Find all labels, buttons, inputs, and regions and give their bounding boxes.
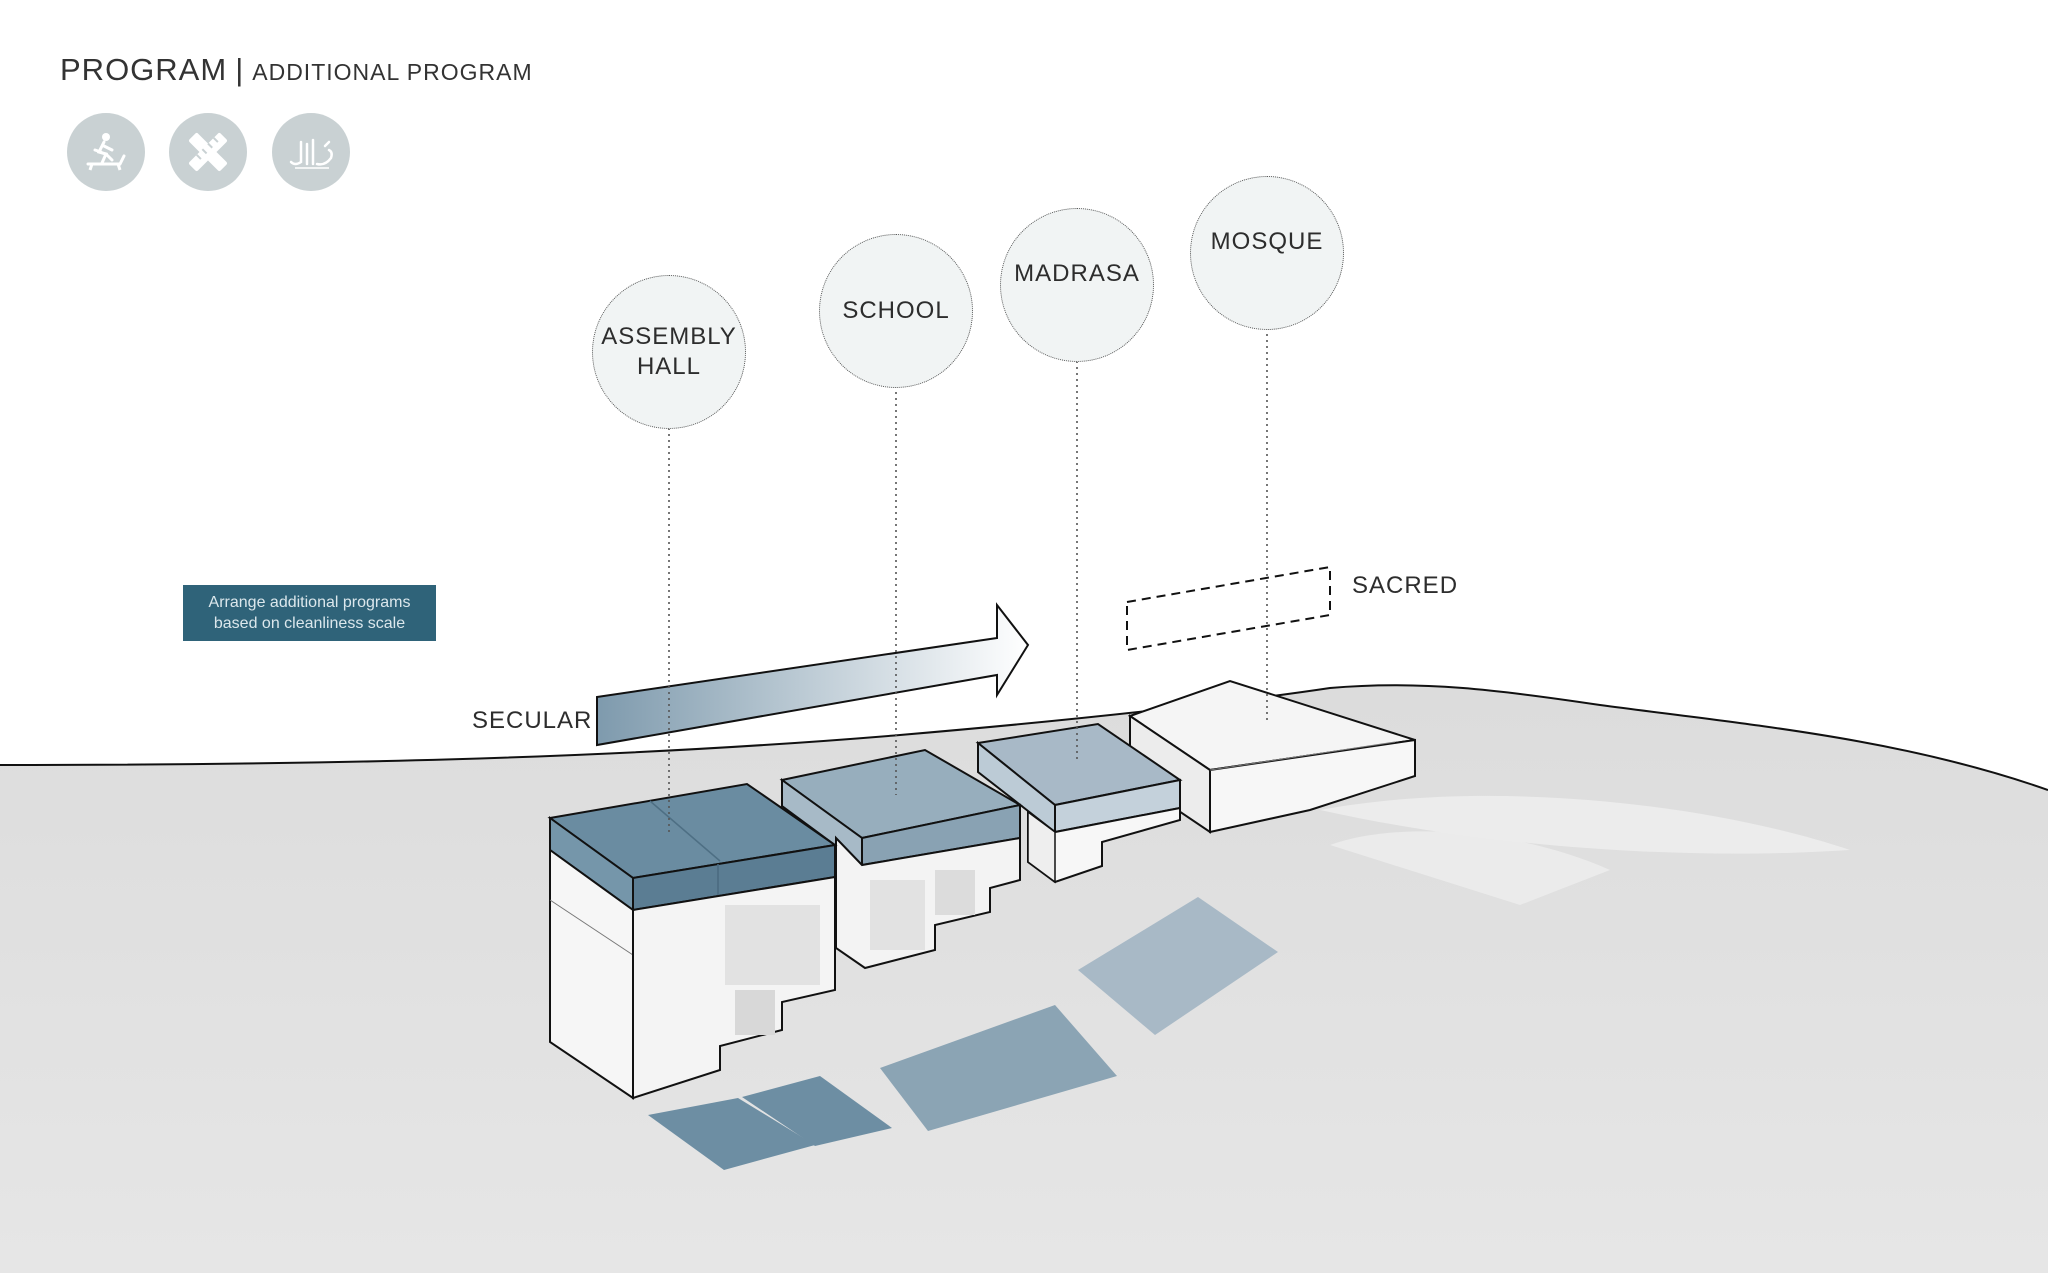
treadmill-icon (67, 113, 145, 191)
terrain-shade (1330, 831, 1610, 905)
bubble-mosque: MOSQUE (1190, 176, 1344, 330)
footprint-assembly-left (648, 1098, 815, 1170)
building-school (779, 748, 1023, 970)
footprint-assembly-right (742, 1076, 892, 1146)
label-secular: SECULAR (472, 707, 593, 734)
title-main: PROGRAM (60, 52, 228, 87)
title-subtitle: ADDITIONAL PROGRAM (252, 59, 533, 85)
calligraphy-icon (272, 113, 350, 191)
title-separator: | (235, 52, 245, 87)
building-mosque (1127, 679, 1416, 834)
building-madrasa (975, 722, 1183, 884)
secular-sacred-arrow (596, 602, 1030, 747)
bubble-school-label: SCHOOL (842, 297, 950, 324)
note-box: Arrange additional programs based on clea… (183, 585, 436, 641)
note-line2: based on cleanliness scale (213, 615, 406, 632)
ruler-pencil-icon (169, 113, 247, 191)
note-line1: Arrange additional programs (208, 594, 411, 611)
bubble-assembly-hall: ASSEMBLY HALL (592, 275, 746, 429)
bubble-mosque-label: MOSQUE (1210, 228, 1324, 255)
footprint-madrasa (1078, 897, 1278, 1035)
sacred-outline (1126, 565, 1331, 652)
bubble-school: SCHOOL (819, 234, 973, 388)
building-assembly-hall (547, 782, 838, 1100)
bubble-madrasa: MADRASA (1000, 208, 1154, 362)
label-sacred: SACRED (1352, 572, 1459, 599)
page-title: PROGRAM| ADDITIONAL PROGRAM (60, 52, 533, 88)
bubble-assembly-line2: HALL (636, 353, 702, 380)
bubble-madrasa-label: MADRASA (1014, 260, 1140, 287)
footprint-school (880, 1005, 1117, 1131)
bubble-assembly-line1: ASSEMBLY (601, 323, 737, 350)
terrain-shade (1320, 795, 1850, 854)
